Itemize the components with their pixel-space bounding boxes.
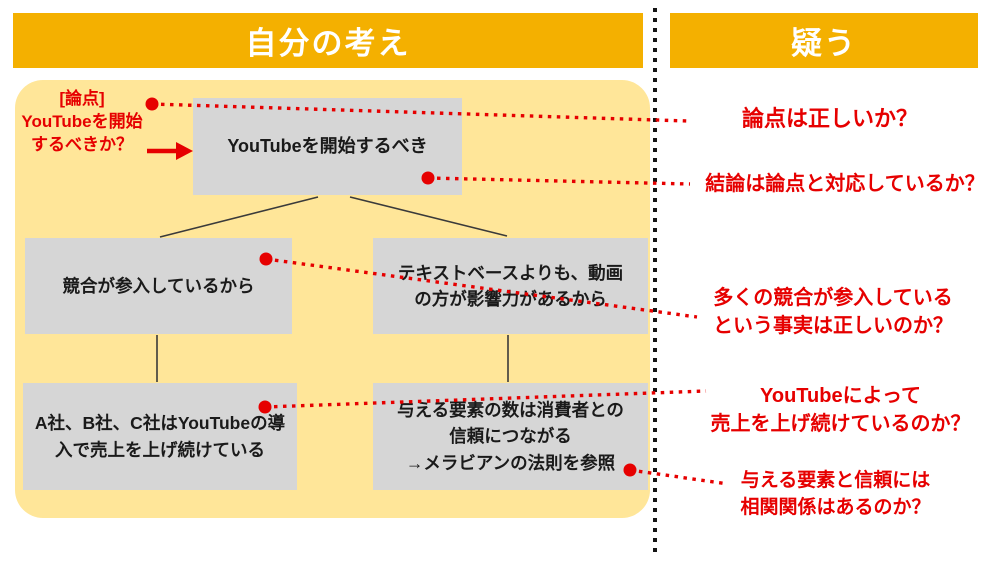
node-conclusion: YouTubeを開始するべき xyxy=(193,98,462,195)
node-reason-right: テキストベースよりも、動画 の方が影響力があるから xyxy=(373,238,648,334)
node-reason-left: 競合が参入しているから xyxy=(25,238,292,334)
dotted-divider-line xyxy=(653,8,657,558)
doubt-question-correlation: 与える要素と信頼には 相関関係はあるのか？ xyxy=(740,470,931,518)
left-section-header: 自分の考え xyxy=(13,13,643,68)
doubt-question-issue: 論点は正しいか？ xyxy=(741,106,918,131)
right-section-header: 疑う xyxy=(670,13,978,68)
doubt-question-sales: YouTubeによって 売上を上げ続けているのか？ xyxy=(710,385,971,435)
right-section-title: 疑う xyxy=(791,26,857,61)
node-evidence-right: 与える要素の数は消費者との 信頼につながる →メラビアンの法則を参照 xyxy=(373,383,648,490)
issue-label: [論点] YouTubeを開始 するべきか？ xyxy=(21,89,143,154)
doubt-question-competitors: 多くの競合が参入している という事実は正しいのか？ xyxy=(713,287,953,337)
doubt-question-conclusion: 結論は論点と対応しているか？ xyxy=(705,173,985,195)
node-evidence-left: A社、B社、C社はYouTubeの導 入で売上を上げ続けている xyxy=(23,383,297,490)
left-section-title: 自分の考え xyxy=(245,26,411,61)
